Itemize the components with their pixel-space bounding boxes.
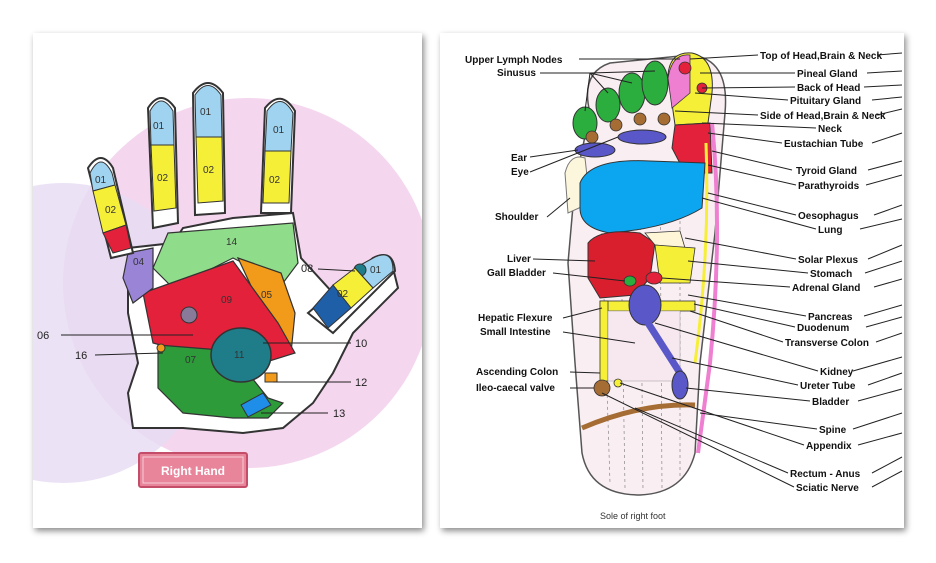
- stomach-zone: [654, 244, 696, 284]
- label-neck: Neck: [818, 124, 842, 135]
- kidney-zone: [628, 284, 662, 326]
- callout-12: 12: [355, 377, 367, 389]
- zone-04: [122, 247, 154, 304]
- hand-reflexology-diagram: 14 05 09 07 11 04 01 02 01: [33, 82, 422, 488]
- index-finger: 01 02: [146, 97, 180, 230]
- right-leader-lines: [601, 54, 819, 488]
- label-small-intestine: Small Intestine: [480, 327, 551, 338]
- label-sinusus: Sinusus: [497, 68, 536, 79]
- ring-finger: 01 02: [259, 97, 297, 214]
- label-transverse-colon: Transverse Colon: [785, 338, 869, 349]
- label-spine: Spine: [819, 425, 847, 436]
- toe-2: [595, 87, 621, 123]
- toe-3: [618, 72, 646, 114]
- label-duodenum: Duodenum: [797, 323, 849, 334]
- liver-zone: [587, 231, 656, 299]
- callout-10: 10: [355, 338, 367, 350]
- zone-01-ring: 01: [273, 125, 285, 136]
- ascending-colon-zone: [599, 300, 609, 382]
- spine-line: [696, 122, 720, 454]
- foot-reflexology-diagram: Upper Lymph Nodes Sinusus Ear Eye Should…: [465, 51, 903, 521]
- label-pituitary-gland: Pituitary Gland: [790, 96, 861, 107]
- appendix-dot: [613, 378, 623, 388]
- callout-16-line: [94, 352, 164, 356]
- callout-08: 08: [301, 263, 313, 275]
- sinus-dots: [585, 112, 671, 144]
- palm-dot: [180, 306, 198, 324]
- zone-13-marker: [240, 392, 272, 418]
- label-shoulder: Shoulder: [495, 212, 538, 223]
- toe-4: [641, 60, 669, 106]
- label-ureter-tube: Ureter Tube: [800, 381, 856, 392]
- zone-02-index: 02: [157, 173, 169, 184]
- zone-01-pinky: 01: [95, 175, 107, 186]
- top-head-dot: [678, 61, 692, 75]
- ureter-zone: [645, 321, 683, 375]
- eye-zone: [617, 129, 667, 145]
- label-parathyroids: Parathyroids: [798, 181, 860, 192]
- zone-01-index: 01: [153, 121, 165, 132]
- label-rectum-anus: Rectum - Anus: [790, 469, 861, 480]
- ear-zone: [574, 142, 616, 158]
- label-back-of-head: Back of Head: [797, 83, 860, 94]
- adrenal-dot: [645, 271, 663, 285]
- label-stomach: Stomach: [810, 269, 852, 280]
- label-adrenal-gland: Adrenal Gland: [792, 283, 860, 294]
- left-leader-lines: [529, 58, 680, 389]
- callout-06: 06: [37, 330, 49, 342]
- zone-16-marker: [156, 343, 166, 353]
- label-ileo-caecal-valve: Ileo-caecal valve: [476, 383, 555, 394]
- label-lung: Lung: [818, 225, 842, 236]
- zone-14-number: 14: [226, 237, 238, 248]
- label-eye: Eye: [511, 167, 529, 178]
- pinky-finger: 01 02: [86, 157, 135, 260]
- callout-13: 13: [333, 408, 345, 420]
- zone-02-thumb: 02: [337, 289, 349, 300]
- callout-16: 16: [75, 350, 87, 362]
- thumb: 01 02: [306, 254, 397, 335]
- zone-11: [210, 327, 272, 383]
- lung-zone: [579, 160, 706, 234]
- zone-02-ring: 02: [269, 175, 281, 186]
- label-top-of-head: Top of Head,Brain & Neck: [760, 51, 882, 62]
- label-gall-bladder: Gall Bladder: [487, 268, 546, 279]
- zone-01-thumb: 01: [370, 265, 382, 276]
- hand-chart-panel: 14 05 09 07 11 04 01 02 01: [33, 33, 422, 528]
- zone-11-number: 11: [234, 350, 245, 361]
- bladder-zone: [671, 370, 689, 400]
- label-oesophagus: Oesophagus: [798, 211, 859, 222]
- zone-02-pinky: 02: [105, 205, 117, 216]
- label-eustachian-tube: Eustachian Tube: [784, 139, 864, 150]
- label-kidney: Kidney: [820, 367, 854, 378]
- zone-12-marker: [264, 372, 278, 383]
- label-ascending-colon: Ascending Colon: [476, 367, 558, 378]
- right-hand-button[interactable]: Right Hand: [138, 452, 248, 488]
- label-sciatic-nerve: Sciatic Nerve: [796, 483, 859, 494]
- label-appendix: Appendix: [806, 441, 852, 452]
- label-hepatic-flexure: Hepatic Flexure: [478, 313, 553, 324]
- callout-08-line: [317, 268, 356, 272]
- label-bladder: Bladder: [812, 397, 849, 408]
- gall-bladder-dot: [623, 275, 637, 287]
- zone-02-middle: 02: [203, 165, 215, 176]
- middle-finger: 01 02: [191, 82, 227, 217]
- label-upper-lymph-nodes: Upper Lymph Nodes: [465, 55, 563, 66]
- zone-01-middle: 01: [200, 107, 212, 118]
- label-tyroid-gland: Tyroid Gland: [796, 166, 857, 177]
- zone-04-number: 04: [133, 257, 145, 268]
- ileo-caecal-valve-dot: [593, 379, 611, 397]
- zone-09-number: 09: [221, 295, 233, 306]
- zone-07-number: 07: [185, 355, 197, 366]
- label-pineal-gland: Pineal Gland: [797, 69, 858, 80]
- label-ear: Ear: [511, 153, 527, 164]
- right-edge-stubs: [852, 52, 903, 488]
- label-solar-plexus: Solar Plexus: [798, 255, 858, 266]
- label-liver: Liver: [507, 254, 531, 265]
- zone-05-number: 05: [261, 290, 273, 301]
- label-pancreas: Pancreas: [808, 312, 853, 323]
- label-side-of-head: Side of Head,Brain & Neck: [760, 111, 886, 122]
- foot-caption: Sole of right foot: [600, 511, 666, 521]
- foot-chart-panel: Upper Lymph Nodes Sinusus Ear Eye Should…: [440, 33, 904, 528]
- right-hand-button-label: Right Hand: [161, 464, 225, 478]
